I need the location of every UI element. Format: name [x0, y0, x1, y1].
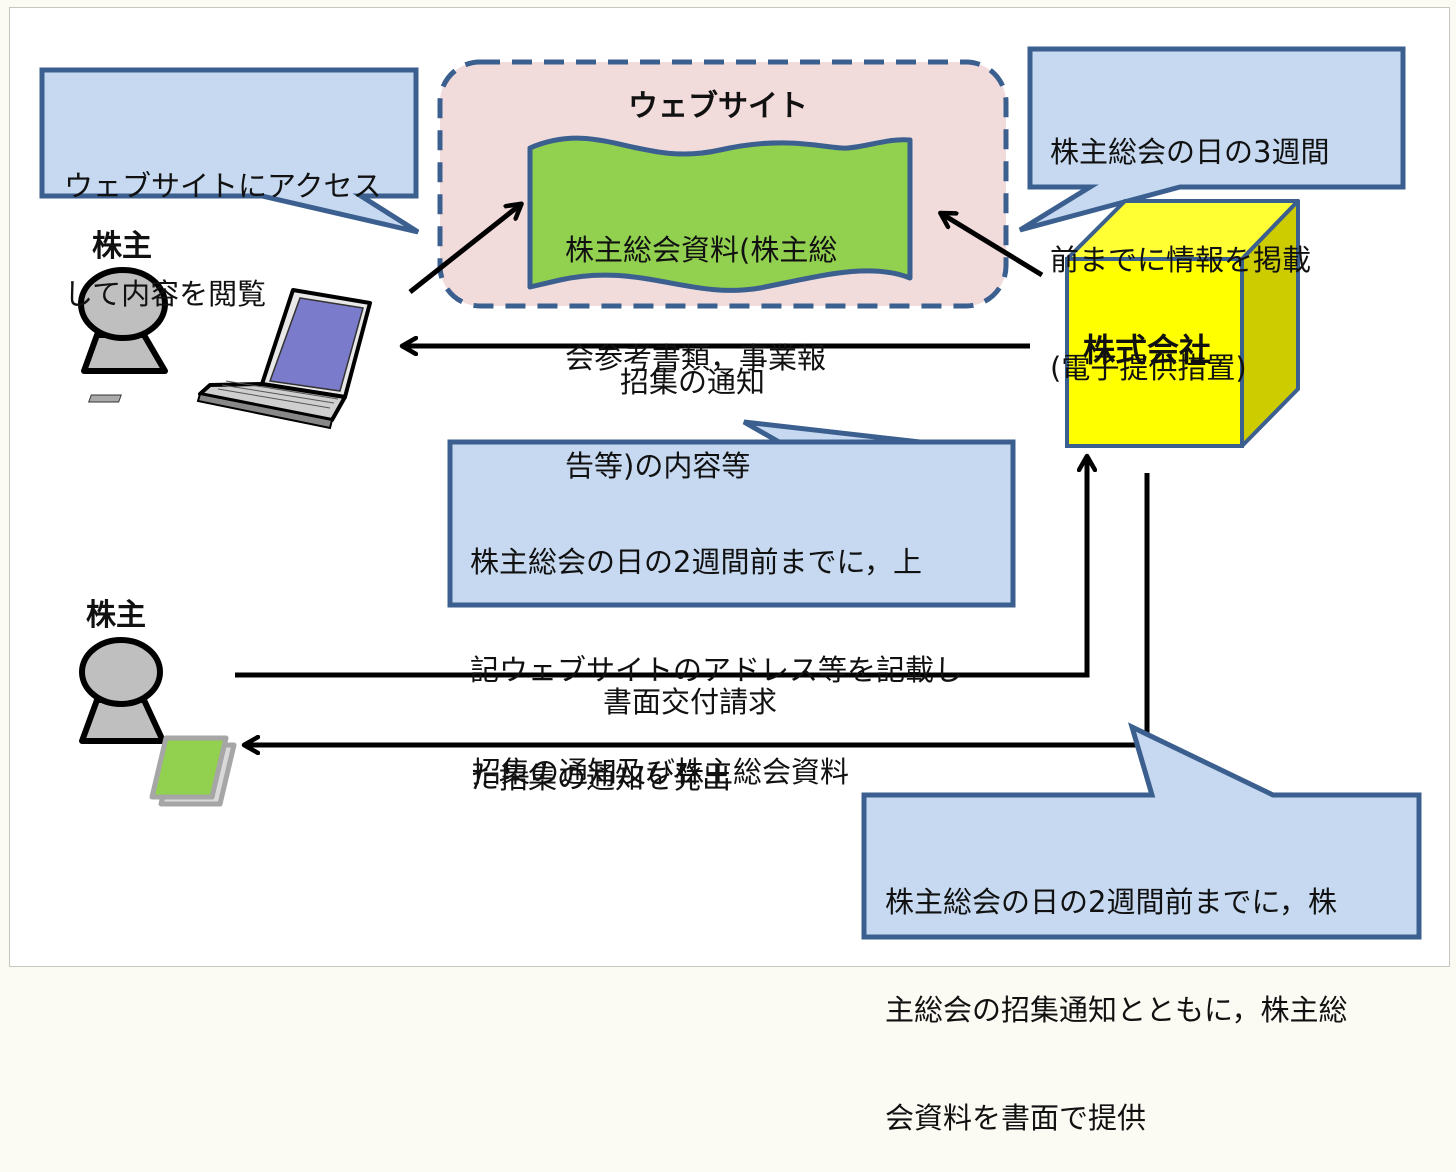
callout-publish-line: 株主総会の日の3週間 — [1050, 135, 1330, 169]
callout-notice-text: 株主総会の日の2週間前までに，上 記ウェブサイトのアドレス等を記載し た招集の通… — [470, 472, 963, 832]
callout-access-line: ウェブサイトにアクセス — [64, 169, 382, 203]
callout-paper-line: 会資料を書面で提供 — [885, 1101, 1147, 1135]
callout-paper-text: 株主総会の日の2週間前までに，株 主総会の招集通知とともに，株主総 会資料を書面… — [885, 812, 1348, 1172]
callout-notice-bubble — [447, 419, 1016, 608]
website-document-line: 会参考書類，事業報 — [565, 341, 827, 375]
callout-paper-bubble — [861, 722, 1422, 940]
shareholder-top-person-icon — [78, 267, 168, 374]
company-label: 株式会社 — [1083, 331, 1212, 369]
callout-notice-line: た招集の通知を発出 — [470, 761, 732, 795]
company-cube — [1065, 199, 1300, 448]
callout-paper-line: 主総会の招集通知とともに，株主総 — [885, 993, 1348, 1027]
shareholder-top-label: 株主 — [92, 229, 152, 264]
website-document-shape — [527, 135, 913, 293]
paper-request-label: 書面交付請求 — [603, 685, 778, 719]
arrow-shareholder-to-website — [408, 205, 520, 294]
shareholder-bottom-person-icon — [79, 637, 166, 744]
diagram-canvas — [39, 46, 1422, 940]
callout-notice-line: 株主総会の日の2週間前までに，上 — [470, 545, 923, 579]
shareholder-bottom-label: 株主 — [86, 598, 146, 633]
callout-access-bubble — [39, 67, 420, 235]
callout-access-line: して内容を閲覧 — [64, 277, 267, 311]
printed-document-icon — [149, 735, 237, 807]
website-document-text: 株主総会資料(株主総 会参考書類，事業報 告等)の内容等 — [565, 160, 837, 520]
notice-and-materials-label: 招集の通知及び株主総会資料 — [472, 755, 850, 789]
callout-publish-bubble — [1018, 46, 1406, 233]
website-document-line: 株主総会資料(株主総 — [565, 233, 838, 267]
callout-access-text: ウェブサイトにアクセス して内容を閲覧 — [64, 96, 382, 348]
callout-publish-line: 前までに情報を掲載 — [1050, 243, 1312, 277]
website-document-line: 告等)の内容等 — [565, 449, 751, 483]
callout-paper-line: 株主総会の日の2週間前までに，株 — [885, 885, 1338, 919]
arrow-company-to-website — [942, 214, 1044, 278]
company-cube-front — [1065, 257, 1244, 448]
arrow-paper-request — [235, 458, 1087, 678]
callout-notice-line: 記ウェブサイトのアドレス等を記載し — [470, 653, 964, 687]
website-title: ウェブサイト — [628, 89, 808, 124]
convocation-notice-label: 招集の通知 — [620, 365, 766, 399]
callout-publish-text: 株主総会の日の3週間 前までに情報を掲載 (電子提供措置) — [1050, 62, 1329, 422]
callout-publish-line: (電子提供措置) — [1050, 351, 1247, 385]
laptop-icon — [88, 288, 372, 430]
